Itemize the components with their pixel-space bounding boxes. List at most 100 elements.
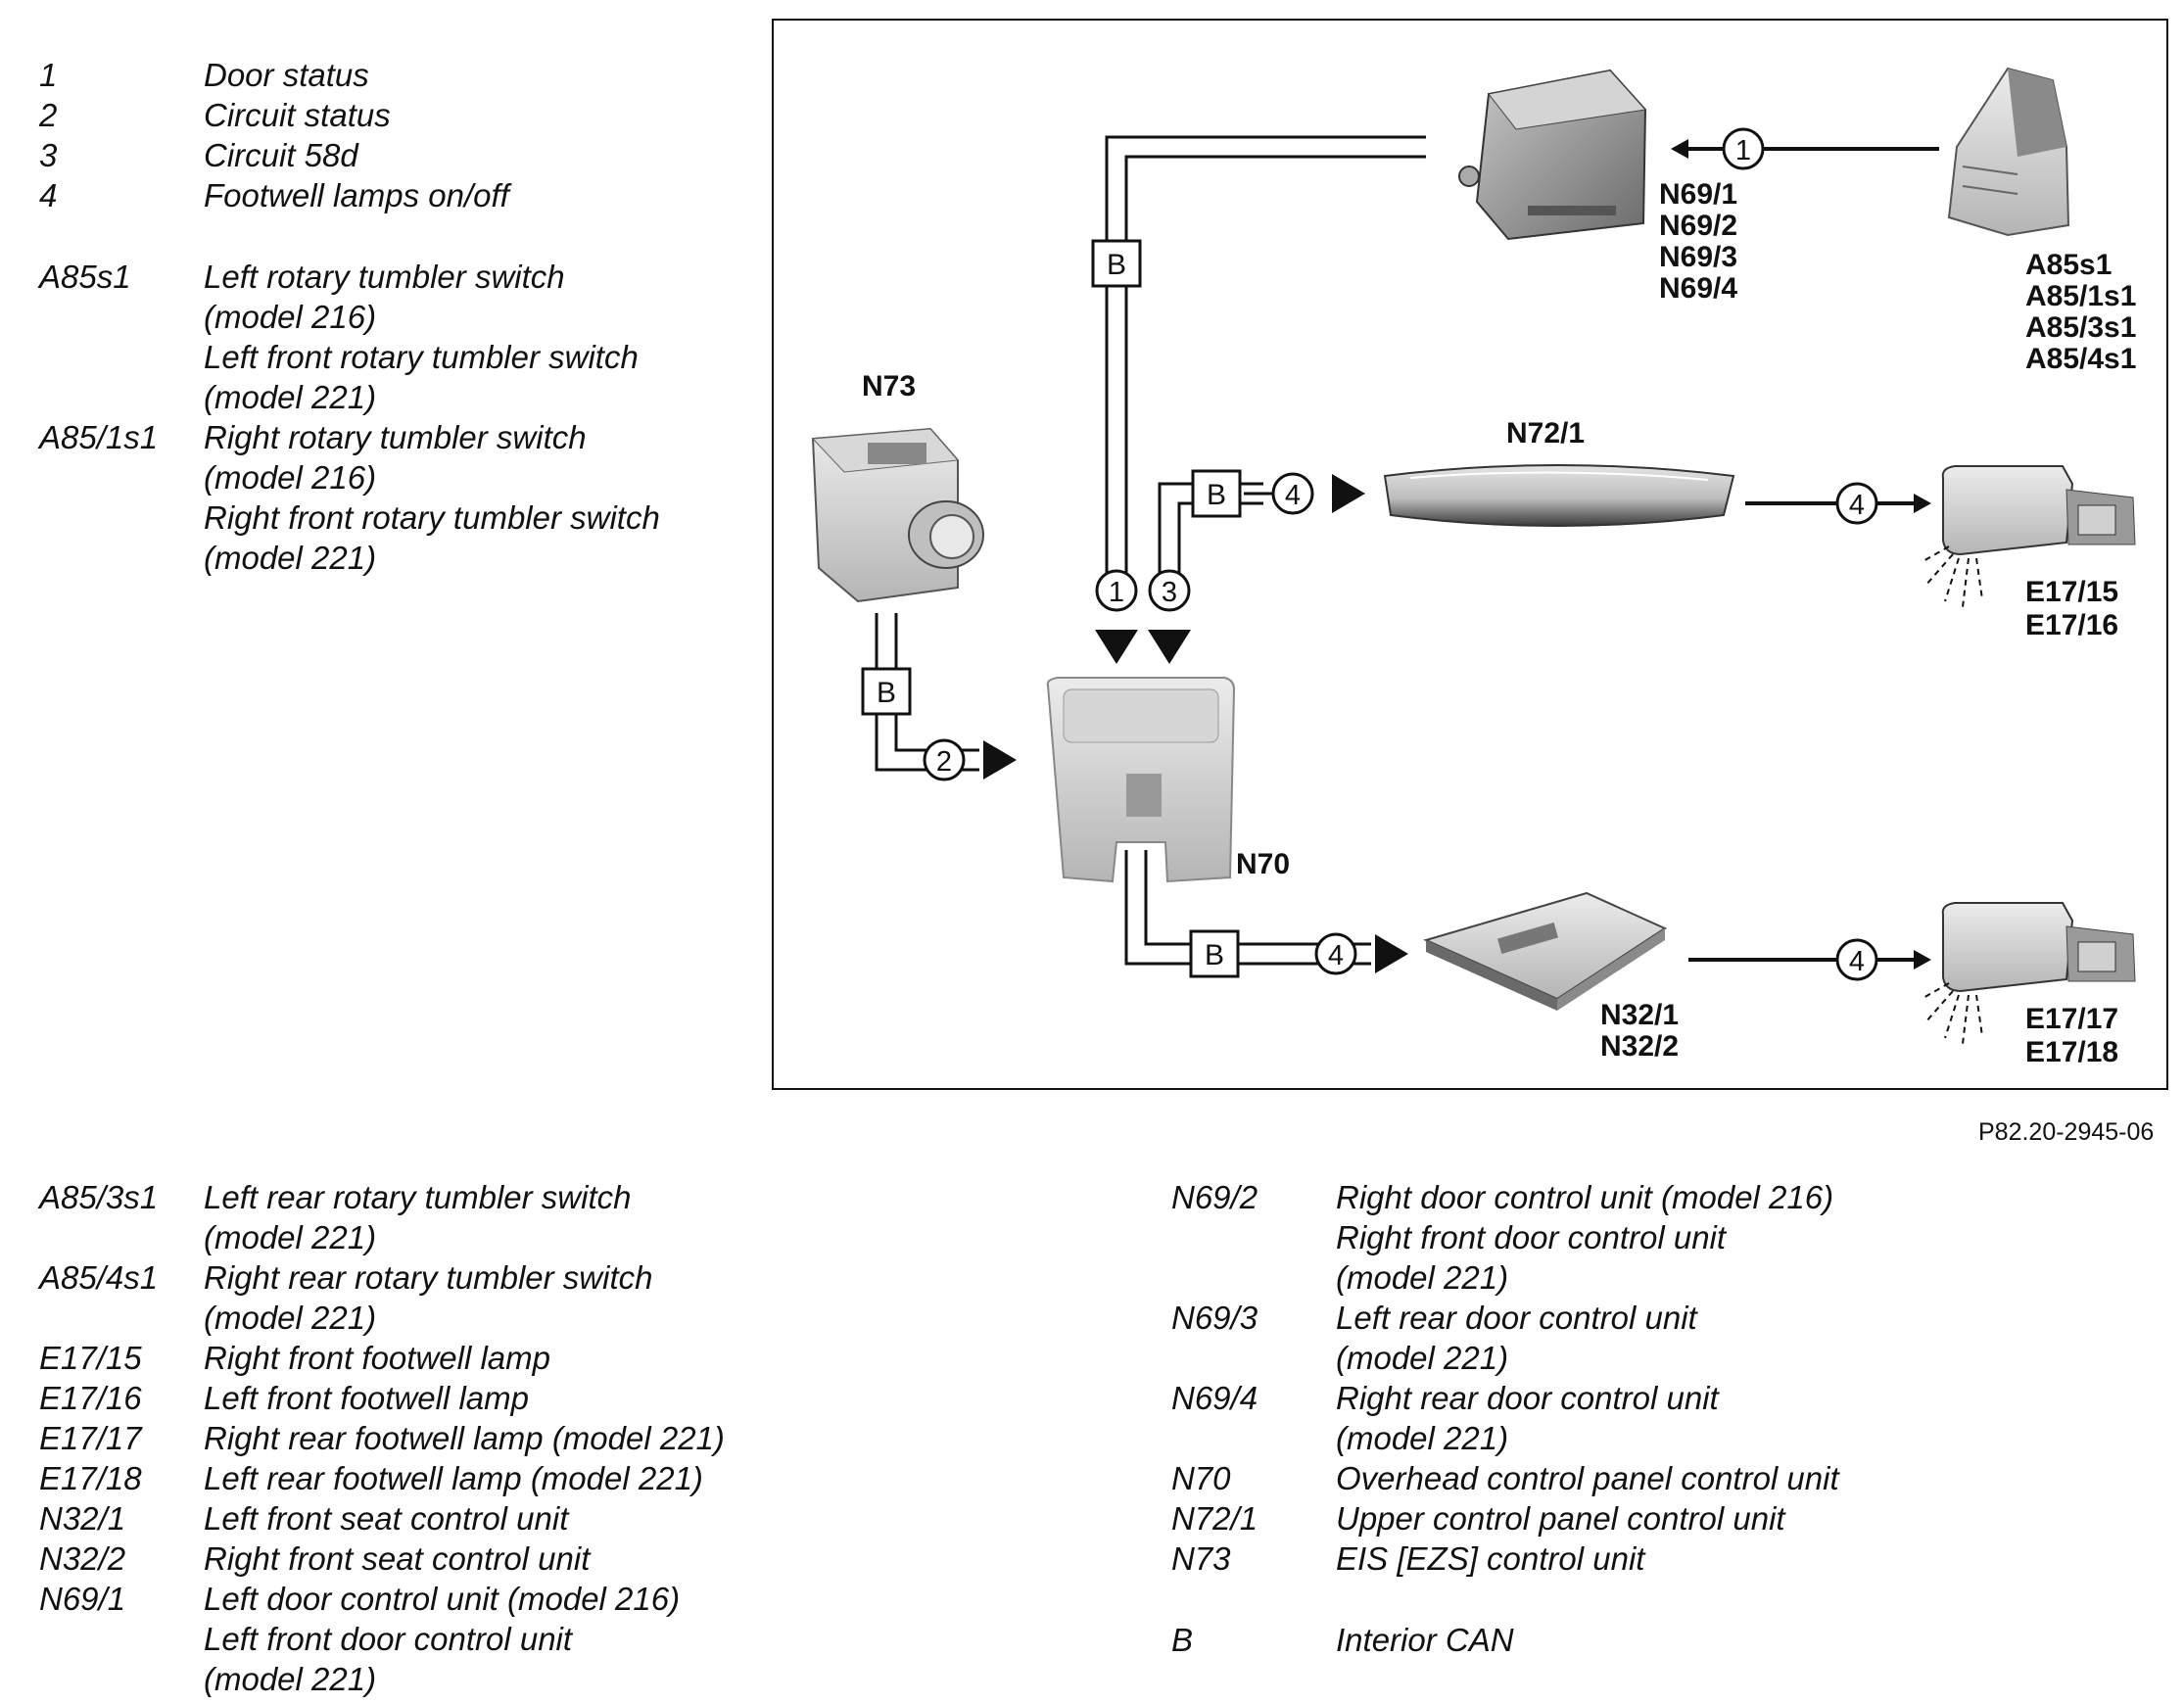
legend-description: Right front footwell lamp: [204, 1338, 783, 1378]
upper-control-panel-n72: [1383, 464, 1735, 527]
a85-labels: A85s1 A85/1s1 A85/3s1 A85/4s1: [2025, 249, 2136, 375]
signal-2-marker: 2: [923, 738, 1017, 781]
arrow-head: [1671, 139, 1688, 159]
svg-text:4: 4: [1849, 946, 1865, 977]
legend-description-line: Right rear door control unit: [1336, 1380, 1719, 1416]
legend-description-line: Right front seat control unit: [204, 1540, 591, 1577]
legend-description: Right front seat control unit: [204, 1538, 783, 1579]
legend-description: Upper control panel control unit: [1336, 1498, 1955, 1538]
door-control-unit-n69: [1458, 69, 1647, 241]
svg-text:A85/4s1: A85/4s1: [2025, 343, 2136, 375]
bus-label: B: [1205, 939, 1224, 971]
legend-description-line: Left front rotary tumbler switch: [204, 339, 639, 375]
legend-code: N32/2: [39, 1540, 126, 1577]
legend-entry: N70 Overhead control panel control unit: [1171, 1458, 1955, 1498]
signal-3-marker: 3: [1148, 569, 1191, 664]
arrow-head: [1148, 630, 1191, 664]
signal-4-marker: 4: [1688, 938, 1931, 981]
legend-code: N32/1: [39, 1500, 126, 1537]
legend-code: N69/4: [1171, 1380, 1258, 1416]
legend-description: Footwell lamps on/off: [204, 175, 725, 215]
n72-label: N72/1: [1506, 417, 1585, 450]
bus-block: B: [1191, 469, 1242, 518]
legend-description-line: Left front door control unit: [204, 1621, 573, 1657]
arrow-head: [1375, 934, 1408, 973]
legend-description-line: Interior CAN: [1336, 1622, 1514, 1658]
legend-description: EIS [EZS] control unit: [1336, 1538, 1955, 1579]
legend-description: Left rear door control unit(model 221): [1336, 1298, 1955, 1378]
svg-text:E17/15: E17/15: [2025, 576, 2118, 608]
legend-description: Left front seat control unit: [204, 1498, 783, 1538]
legend-code: A85s1: [39, 259, 131, 295]
svg-text:N32/1: N32/1: [1600, 999, 1679, 1031]
legend-code: A85/4s1: [39, 1259, 159, 1296]
legend-description-line: Left front footwell lamp: [204, 1380, 529, 1416]
signal-4-marker: 4: [1244, 472, 1365, 515]
legend-description-line: Upper control panel control unit: [1336, 1500, 1785, 1537]
legend-description-line: (model 221): [1336, 1340, 1509, 1376]
svg-text:N69/2: N69/2: [1659, 210, 1737, 242]
bus-block: B: [1189, 929, 1240, 978]
legend-description-line: Right door control unit (model 216): [1336, 1179, 1834, 1215]
legend-code: 1: [39, 57, 58, 93]
legend-description: Left door control unit (model 216)Left f…: [204, 1579, 783, 1699]
signal-4-marker: 4: [1745, 482, 1931, 525]
rotary-tumbler-switch-a85: [1947, 67, 2070, 237]
arrow-head: [1332, 474, 1365, 513]
legend-description-line: Left front seat control unit: [204, 1500, 569, 1537]
n70-label: N70: [1236, 848, 1290, 880]
svg-text:4: 4: [1328, 940, 1344, 971]
legend-description-line: (model 221): [1336, 1420, 1509, 1456]
legend-entry: 1 Door status: [39, 55, 725, 95]
legend-description-line: Overhead control panel control unit: [1336, 1460, 1839, 1496]
bus-block: B: [861, 667, 912, 716]
legend-code: N70: [1171, 1460, 1231, 1496]
legend-entry: 4 Footwell lamps on/off: [39, 175, 725, 215]
legend-entry: N69/3 Left rear door control unit(model 2…: [1171, 1298, 1955, 1378]
legend-entry: N32/1 Left front seat control unit: [39, 1498, 783, 1538]
light-rays-icon: [1921, 982, 1983, 1045]
arrow-head: [983, 740, 1017, 780]
legend-code: 4: [39, 177, 58, 213]
legend-code: E17/15: [39, 1340, 142, 1376]
svg-text:A85/1s1: A85/1s1: [2025, 280, 2136, 312]
legend-description-line: (model 221): [204, 1219, 377, 1255]
legend-entry: A85s1 Left rotary tumbler switch (model 21…: [39, 257, 725, 417]
legend-description-line: Right front rotary tumbler switch: [204, 499, 660, 536]
seat-control-unit-n32: [1423, 891, 1668, 1011]
legend-description-line: (model 216): [204, 459, 377, 496]
svg-text:N69/4: N69/4: [1659, 272, 1737, 305]
legend-description-line: (model 216): [204, 299, 377, 335]
legend-description: Overhead control panel control unit: [1336, 1458, 1955, 1498]
svg-text:E17/18: E17/18: [2025, 1036, 2118, 1068]
legend-code: N69/3: [1171, 1300, 1258, 1336]
legend-description-line: (model 221): [204, 1300, 377, 1336]
figure-id: P82.20-2945-06: [1978, 1118, 2155, 1146]
legend-description: Right rear footwell lamp (model 221): [204, 1418, 783, 1458]
bus-label: B: [1207, 479, 1226, 511]
svg-text:E17/16: E17/16: [2025, 609, 2118, 641]
arrow-head: [1914, 494, 1931, 513]
footwell-lamp-front: [1941, 465, 2136, 556]
n73-label: N73: [862, 370, 916, 402]
legend-description: Left rear rotary tumbler switch (model 22…: [204, 1177, 783, 1257]
svg-text:4: 4: [1285, 480, 1301, 511]
legend-description-line: Left rear footwell lamp (model 221): [204, 1460, 703, 1496]
legend-description-line: Left rotary tumbler switch: [204, 259, 565, 295]
legend-description: Left rear footwell lamp (model 221): [204, 1458, 783, 1498]
overhead-control-panel-n70: [1046, 677, 1236, 883]
svg-text:1: 1: [1735, 135, 1751, 166]
legend-description-line: Left rear rotary tumbler switch: [204, 1179, 632, 1215]
legend-description-line: Door status: [204, 57, 369, 93]
legend-code: A85/1s1: [39, 419, 159, 455]
